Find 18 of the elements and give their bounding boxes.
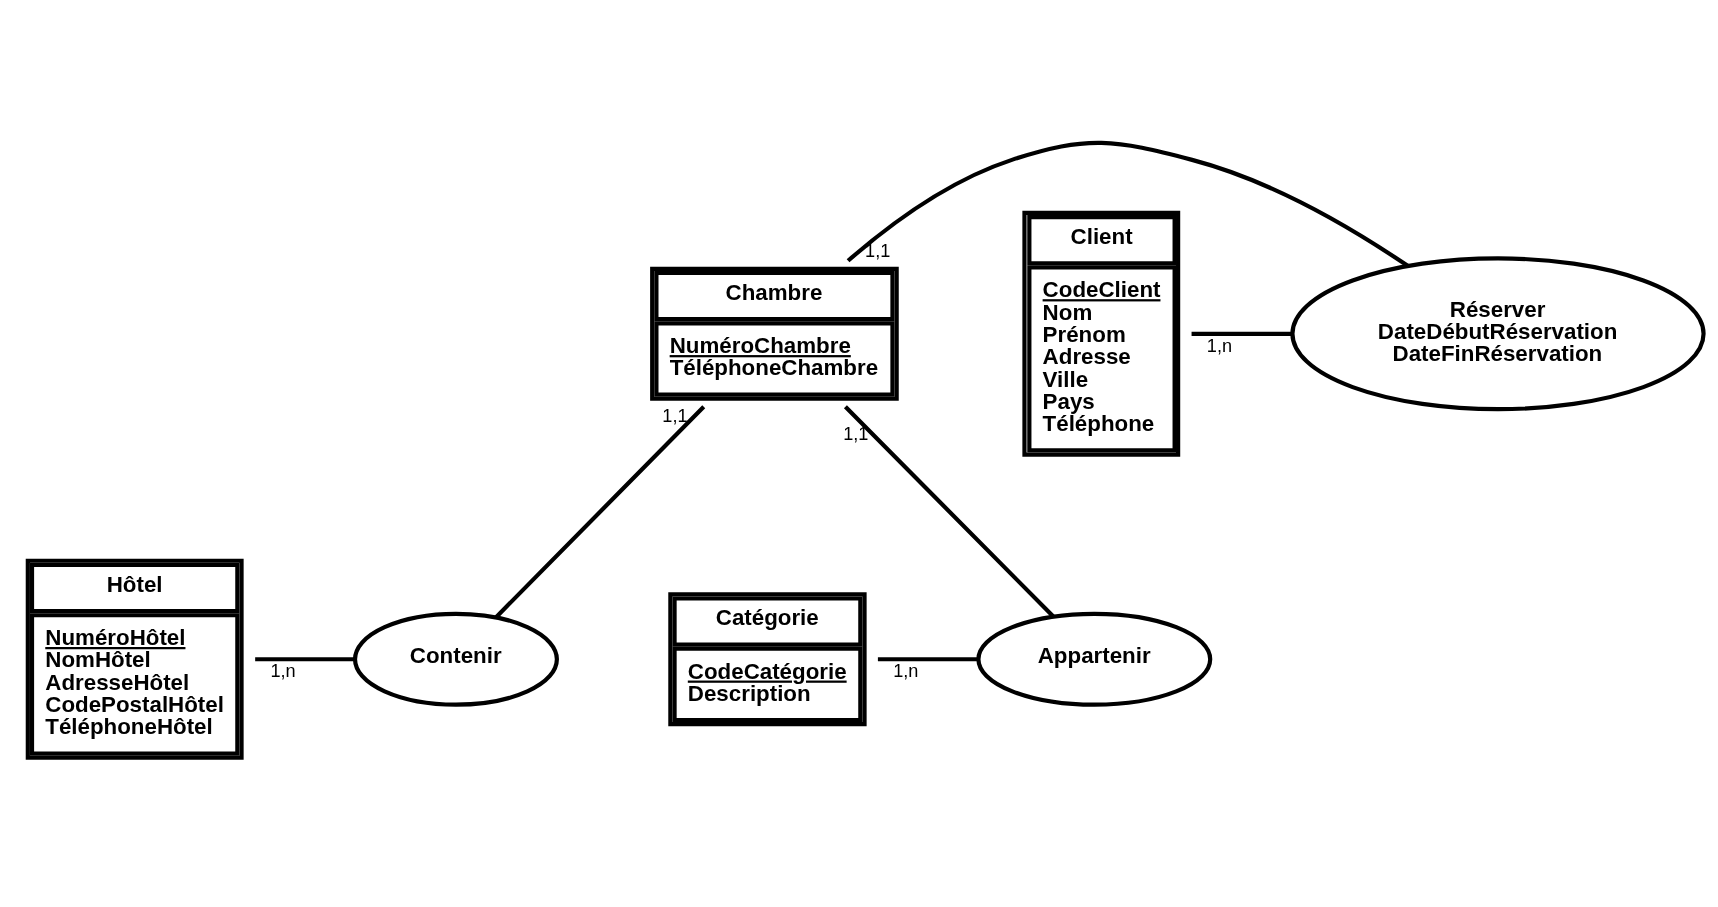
connector — [877, 656, 979, 661]
node-box: Chambre NuméroChambre TéléphoneChambre — [650, 266, 899, 401]
node-box: Hôtel NuméroHôtel NomHôtel AdresseHôtel CodePostalHôtel TéléphoneHôtel — [25, 558, 244, 760]
node-box: Client CodeClient Nom Prénom Adresse Ville Pays Téléphone — [1022, 210, 1181, 457]
node-ellipse: Appartenir — [976, 611, 1213, 707]
edge-label: 1,n — [270, 660, 296, 681]
node-ellipse: Réserver DateDébutRéservation DateFinRéservation — [1290, 255, 1706, 411]
node-box: Catégorie CodeCatégorie Description — [668, 591, 867, 726]
connector — [1191, 331, 1293, 336]
edge-label: 1,1 — [662, 405, 688, 426]
connector — [494, 404, 706, 619]
edge-label: 1,n — [1206, 335, 1233, 356]
connector — [255, 656, 356, 661]
node-ellipse: Contenir — [352, 611, 559, 707]
connector — [843, 404, 1055, 618]
edge-label: 1,n — [893, 660, 919, 681]
edge-label: 1,1 — [843, 423, 869, 444]
connector — [846, 140, 1409, 268]
